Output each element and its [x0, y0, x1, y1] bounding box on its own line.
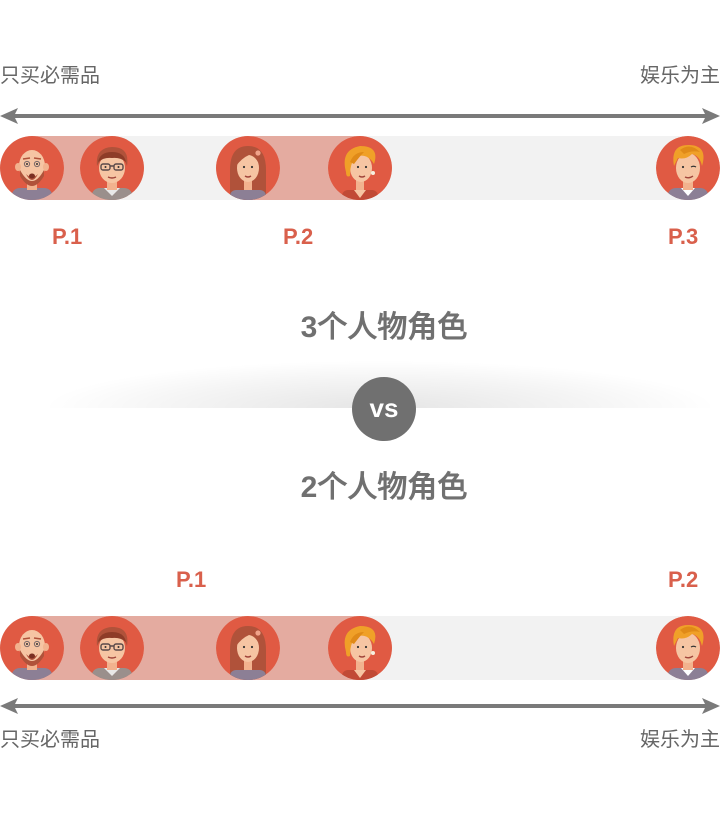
blond-man-avatar: [656, 136, 720, 200]
persona-label-p2-bottom: P.2: [668, 567, 698, 593]
blond-man-avatar: [656, 616, 720, 680]
persona-label-p1-bottom: P.1: [176, 567, 206, 593]
spectrum-right-label: 娱乐为主: [640, 64, 720, 88]
bald-man-avatar: [0, 136, 64, 200]
bald-man-avatar: [0, 616, 64, 680]
persona-label-p2: P.2: [283, 224, 313, 250]
spectrum-left-label-bottom: 只买必需品: [0, 728, 100, 752]
spectrum-left-label: 只买必需品: [0, 64, 100, 88]
persona-label-p1: P.1: [52, 224, 82, 250]
persona-label-p3: P.3: [668, 224, 698, 250]
spectrum-arrow-bottom: [0, 698, 720, 714]
long-hair-woman-avatar: [216, 136, 280, 200]
glasses-man-avatar: [80, 136, 144, 200]
long-hair-woman-avatar: [216, 616, 280, 680]
curly-hair-woman-avatar: [328, 616, 392, 680]
glasses-man-avatar: [80, 616, 144, 680]
curly-hair-woman-avatar: [328, 136, 392, 200]
spectrum-right-label-bottom: 娱乐为主: [640, 728, 720, 752]
vs-badge: vs: [352, 377, 416, 441]
spectrum-arrow: [0, 108, 720, 124]
heading-two-personas: 2个人物角色: [0, 470, 720, 506]
heading-three-personas: 3个人物角色: [0, 310, 720, 346]
